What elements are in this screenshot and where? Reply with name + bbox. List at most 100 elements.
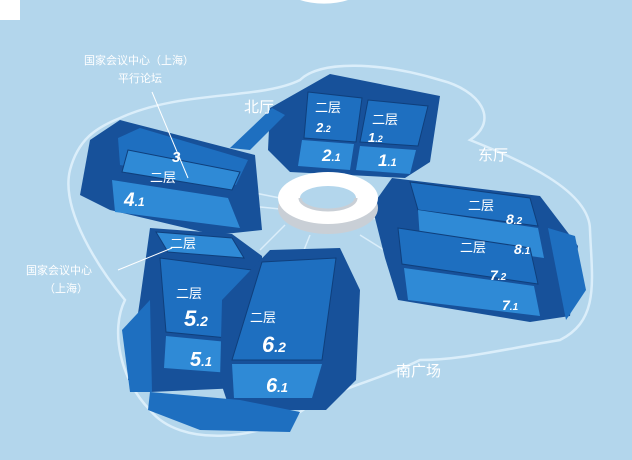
hall-sub: 2 (199, 313, 208, 329)
hall-main: 4 (123, 190, 135, 211)
hall-dot: . (510, 302, 513, 313)
hall-sub: 2 (500, 272, 507, 283)
hall-sub: 1 (138, 195, 145, 209)
top-left-tab (0, 0, 20, 20)
north-outer-rim (230, 108, 285, 150)
hall-number-2-2: 2.2 (315, 120, 331, 135)
hall-number-2-1: 2.1 (321, 146, 341, 165)
svg-text:5.2: 5.2 (184, 306, 208, 331)
hall-dot: . (323, 124, 326, 134)
central-hub (278, 172, 378, 234)
forum-annotation-line1: 国家会议中心（上海） (84, 53, 194, 67)
center-annotation-line1: 国家会议中心 (26, 263, 92, 277)
svg-text:7.2: 7.2 (490, 267, 507, 283)
center-annotation-line2: （上海） (44, 281, 88, 295)
east-outer-rim (548, 228, 586, 320)
south-lower-rim (148, 392, 300, 432)
floor-label-hall-8: 二层 (468, 199, 494, 214)
hall-6-2-floor (231, 257, 337, 361)
hall-sub: 1 (525, 246, 531, 257)
top-circle-fragment (300, 0, 348, 4)
hall-2-1-floor (298, 140, 354, 170)
hall-dot: . (277, 380, 281, 395)
hall-1-1-floor (356, 146, 416, 174)
hall-sub: 2 (325, 124, 331, 134)
hall-6-1-floor (232, 364, 322, 398)
hall-4-1-floor (112, 180, 240, 228)
hall-dot: . (135, 195, 138, 209)
hall-dot: . (498, 272, 501, 283)
floor-label-hall-6-2: 二层 (250, 311, 276, 326)
svg-text:5.1: 5.1 (190, 349, 212, 371)
hall-main: 1 (368, 130, 375, 145)
hall-main: 7 (502, 297, 511, 313)
hall-sub: 1 (281, 380, 288, 395)
floor-label-hall-1-2: 二层 (372, 113, 398, 128)
svg-text:2.1: 2.1 (321, 146, 341, 165)
hall-dot: . (274, 339, 278, 355)
hall-8-2-floor (409, 181, 539, 227)
hall-number-6-2: 6.2 (262, 332, 286, 357)
hall-3-inner-room (121, 149, 241, 191)
svg-text:3: 3 (172, 149, 181, 166)
svg-text:1.1: 1.1 (378, 151, 397, 170)
floor-label-hall-5-2: 二层 (176, 287, 202, 302)
hall-7-2-floor (397, 227, 539, 285)
hall-number-8-1: 8.1 (514, 241, 531, 257)
hall-sub: 2 (377, 134, 383, 144)
svg-text:6.1: 6.1 (266, 375, 288, 397)
hall-dot: . (387, 157, 390, 169)
forum-leader-line (151, 91, 189, 179)
svg-text:2.2: 2.2 (315, 120, 331, 135)
svg-text:8.2: 8.2 (506, 211, 523, 227)
hall-main: 8 (514, 241, 522, 257)
hall-number-5-2: 5.2 (184, 306, 208, 331)
hall-number-6-1: 6.1 (266, 375, 288, 397)
hall-sub: 1 (205, 354, 212, 369)
hall-main: 3 (172, 149, 181, 166)
hall-number-1-2: 1.2 (368, 130, 383, 145)
svg-text:8.1: 8.1 (514, 241, 531, 257)
svg-text:1.2: 1.2 (368, 130, 383, 145)
hall-dot: . (331, 152, 334, 164)
hall-main: 2 (315, 120, 324, 135)
hall-number-4-1: 4.1 (123, 190, 145, 211)
center-leader-line (117, 247, 173, 271)
svg-text:6.2: 6.2 (262, 332, 286, 357)
hall-sub: 1 (391, 157, 397, 169)
hall-main: 2 (321, 146, 332, 165)
zone-label-east: 东厅 (478, 146, 508, 164)
svg-text:7.1: 7.1 (502, 297, 519, 313)
hall-main: 5 (184, 306, 197, 331)
hall-number-7-2: 7.2 (490, 267, 507, 283)
south-west-rim (122, 300, 152, 392)
hall-dot: . (196, 313, 200, 329)
hall-dot: . (201, 354, 205, 369)
hall-dot: . (514, 216, 517, 227)
hall-number-5-1: 5.1 (190, 349, 212, 371)
hall-number-1-1: 1.1 (378, 151, 397, 170)
hall-number-3: 3 (172, 149, 181, 166)
hall-main: 5 (190, 349, 202, 371)
hall-sub: 1 (335, 152, 341, 164)
floor-label-hall-2-2: 二层 (315, 101, 341, 116)
hall-sub: 2 (277, 339, 286, 355)
hall-sub: 1 (513, 302, 519, 313)
floor-label-hall-7: 二层 (460, 241, 486, 256)
zone-label-north: 北厅 (244, 98, 274, 116)
hall-number-8-2: 8.2 (506, 211, 523, 227)
forum-annotation-line2: 平行论坛 (118, 71, 162, 85)
hall-7-1-floor (404, 268, 540, 316)
hall-main: 7 (490, 267, 499, 283)
zone-label-south: 南广场 (396, 362, 441, 380)
hall-1-2-room (359, 99, 429, 147)
hall-dot: . (375, 134, 378, 144)
hall-5-upper-room (155, 231, 245, 259)
hall-main: 8 (506, 211, 514, 227)
hall-sub: 2 (516, 216, 523, 227)
hall-main: 1 (378, 151, 387, 170)
hall-2-2-room (303, 91, 363, 143)
hall-number-7-1: 7.1 (502, 297, 519, 313)
hall-main: 6 (266, 375, 278, 397)
